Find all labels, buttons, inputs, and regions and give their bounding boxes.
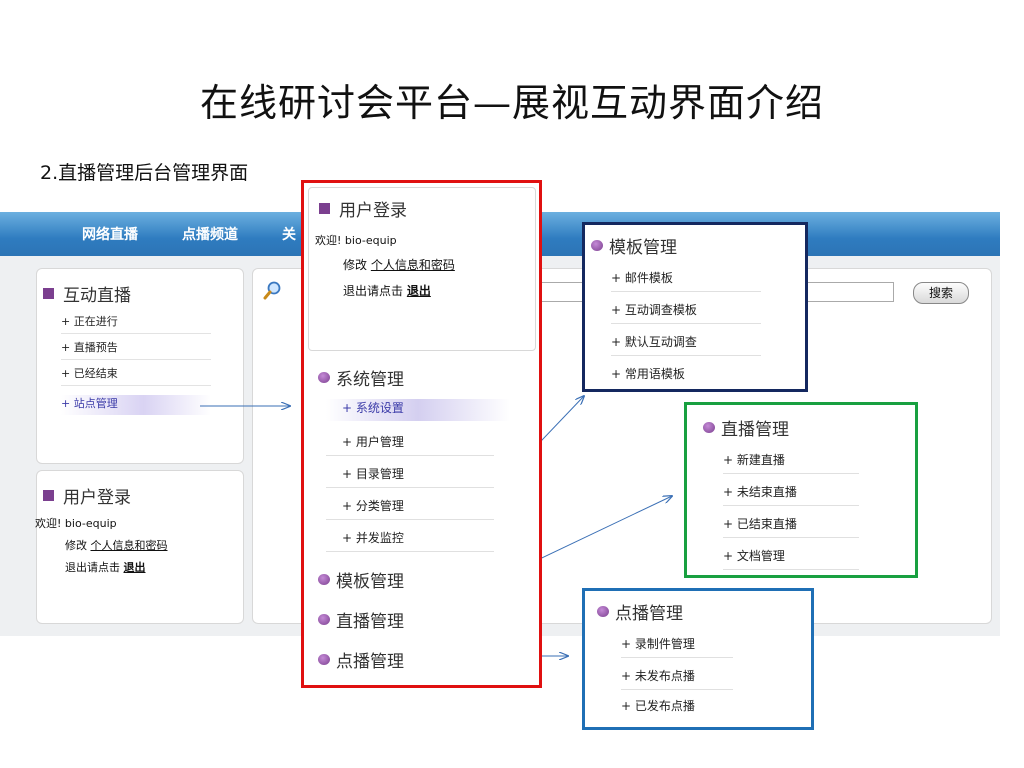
- square-bullet-icon: [43, 288, 54, 299]
- red-vod-title: 点播管理: [336, 652, 404, 672]
- template-item-survey[interactable]: + 互动调查模板: [611, 301, 761, 324]
- template-box-title: 模板管理: [609, 238, 677, 258]
- template-item-default-survey[interactable]: + 默认互动调查: [611, 333, 761, 356]
- left-item-ended[interactable]: + 已经结束: [61, 365, 211, 386]
- sys-item-category[interactable]: + 分类管理: [326, 497, 494, 520]
- red-modify-row: 修改 个人信息和密码: [343, 256, 455, 273]
- vod-box-header[interactable]: 点播管理: [597, 599, 683, 624]
- red-logout-row: 退出请点击 退出: [343, 282, 431, 299]
- square-bullet-icon: [43, 490, 54, 501]
- circle-bullet-icon: [318, 372, 330, 383]
- circle-bullet-icon: [591, 240, 603, 251]
- red-welcome-text: 欢迎! bio-equip: [315, 234, 397, 247]
- vod-manage-box: 点播管理 + 录制件管理 + 未发布点播 + 已发布点播: [582, 588, 814, 730]
- live-manage-box: 直播管理 + 新建直播 + 未结束直播 + 已结束直播 + 文档管理: [684, 402, 918, 578]
- sys-item-catalog[interactable]: + 目录管理: [326, 465, 494, 488]
- left-modify-label: 修改: [65, 539, 87, 552]
- template-item-mail[interactable]: + 邮件模板: [611, 269, 761, 292]
- left-login-title: 用户登录: [63, 488, 131, 508]
- square-bullet-icon: [319, 203, 330, 214]
- vod-item-unpublished[interactable]: + 未发布点播: [621, 667, 733, 690]
- vod-item-recordings[interactable]: + 录制件管理: [621, 635, 733, 658]
- live-item-new[interactable]: + 新建直播: [723, 451, 859, 474]
- magnifier-icon: [262, 280, 282, 300]
- live-item-docs[interactable]: + 文档管理: [723, 547, 859, 570]
- red-modify-label: 修改: [343, 258, 368, 272]
- left-panel-live: 互动直播 + 正在进行 + 直播预告 + 已经结束 + 站点管理: [36, 268, 244, 464]
- red-login-title: 用户登录: [339, 201, 407, 221]
- red-template-title: 模板管理: [336, 572, 404, 592]
- circle-bullet-icon: [318, 574, 330, 585]
- red-login-card: 用户登录 欢迎! bio-equip 修改 个人信息和密码 退出请点击 退出: [308, 187, 536, 351]
- red-live-header[interactable]: 直播管理: [318, 607, 404, 632]
- circle-bullet-icon: [318, 614, 330, 625]
- left-panel-title: 互动直播: [63, 286, 131, 306]
- left-welcome-text: 欢迎! bio-equip: [35, 517, 117, 530]
- sys-manage-title: 系统管理: [336, 370, 404, 390]
- circle-bullet-icon: [318, 654, 330, 665]
- circle-bullet-icon: [703, 422, 715, 433]
- live-item-finished[interactable]: + 已结束直播: [723, 515, 859, 538]
- left-panel-header: 互动直播: [43, 281, 131, 306]
- left-logout-label: 退出请点击: [65, 561, 120, 574]
- vod-box-title: 点播管理: [615, 604, 683, 624]
- template-manage-box: 模板管理 + 邮件模板 + 互动调查模板 + 默认互动调查 + 常用语模板: [582, 222, 808, 392]
- left-modify-link[interactable]: 个人信息和密码: [90, 539, 168, 552]
- red-login-header: 用户登录: [319, 196, 407, 221]
- template-item-phrases[interactable]: + 常用语模板: [611, 367, 685, 381]
- left-item-ongoing[interactable]: + 正在进行: [61, 313, 211, 334]
- nav-item-vod[interactable]: 点播频道: [182, 227, 238, 243]
- left-panel-login: 用户登录 欢迎! bio-equip 修改 个人信息和密码 退出请点击 退出: [35, 470, 244, 624]
- left-item-site-manage[interactable]: + 站点管理: [61, 395, 211, 415]
- nav-item-live[interactable]: 网络直播: [82, 227, 138, 243]
- nav-item-about[interactable]: 关: [282, 227, 296, 243]
- slide-title: 在线研讨会平台—展视互动界面介绍: [199, 81, 824, 125]
- live-item-unfinished[interactable]: + 未结束直播: [723, 483, 859, 506]
- sys-item-monitor[interactable]: + 并发监控: [326, 529, 494, 552]
- search-button[interactable]: 搜索: [913, 282, 969, 304]
- red-live-title: 直播管理: [336, 612, 404, 632]
- sys-manage-header[interactable]: 系统管理: [318, 365, 404, 390]
- sys-item-settings[interactable]: + 系统设置: [326, 399, 510, 421]
- red-template-header[interactable]: 模板管理: [318, 567, 404, 592]
- red-modify-link[interactable]: 个人信息和密码: [370, 258, 455, 272]
- template-box-header[interactable]: 模板管理: [591, 233, 677, 258]
- live-box-header[interactable]: 直播管理: [703, 415, 789, 440]
- left-modify-row: 修改 个人信息和密码: [65, 537, 168, 553]
- live-box-title: 直播管理: [721, 420, 789, 440]
- system-admin-overlay: 用户登录 欢迎! bio-equip 修改 个人信息和密码 退出请点击 退出 系…: [301, 180, 542, 688]
- red-logout-link[interactable]: 退出: [406, 284, 431, 298]
- left-login-header: 用户登录: [43, 483, 131, 508]
- left-logout-link[interactable]: 退出: [123, 561, 146, 574]
- vod-item-published[interactable]: + 已发布点播: [621, 699, 695, 713]
- sys-item-users[interactable]: + 用户管理: [326, 433, 494, 456]
- slide-subtitle: 2.直播管理后台管理界面: [40, 162, 249, 184]
- left-logout-row: 退出请点击 退出: [65, 559, 146, 575]
- red-vod-header[interactable]: 点播管理: [318, 647, 404, 672]
- circle-bullet-icon: [597, 606, 609, 617]
- left-item-preview[interactable]: + 直播预告: [61, 339, 211, 360]
- red-logout-label: 退出请点击: [343, 284, 404, 298]
